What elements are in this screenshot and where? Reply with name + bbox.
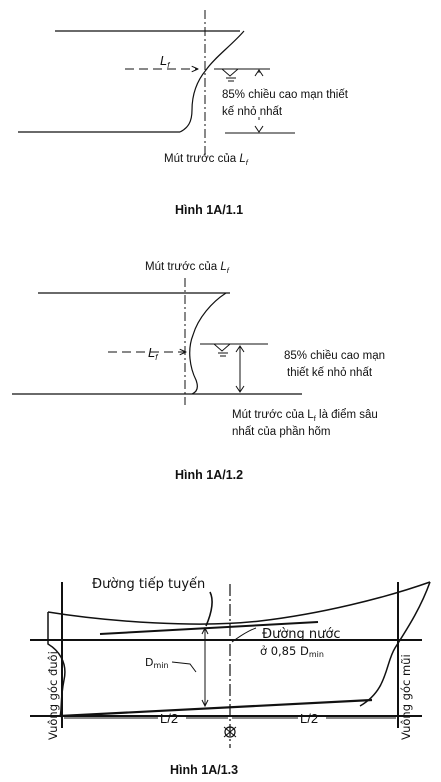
figure-3: Dmin Đường tiếp tuyến Đường nước ở 0,85 … [30,577,431,777]
waterline-label-line-2: ở 0,85 Dmin [260,644,324,659]
keel-line [59,698,373,718]
waterline-label-line-1: Đường nước [262,627,340,642]
depth-arrow-bottom [254,125,264,133]
fore-end-label: Mút trước của Lf [164,153,249,167]
fore-end-label: Mút trước của Lf [145,261,230,275]
half-length-left-label: L/2 [160,711,178,726]
lf-label: Lf [148,345,158,362]
figure-caption: Hình 1A/1.1 [175,203,243,217]
lf-label: Lf [160,53,170,70]
aft-perpendicular-label: Vuông góc đuôi [46,651,60,740]
note-line-1: 85% chiều cao mạn thiết [222,89,349,101]
half-length-right-label: L/2 [300,711,318,726]
figure-2: Mút trước của Lf Lf 85% chiều cao mạn th… [12,261,385,482]
stem-profile [189,292,227,395]
note-line-2: kế nhỏ nhất [222,106,283,118]
depth-arrow-top [254,69,264,77]
dmin-label: Dmin [145,656,169,670]
sheer-line [47,581,431,625]
depth-arrow-bottom [235,385,245,393]
tangent-label: Đường tiếp tuyến [92,577,205,592]
dmin-arrow-bottom [201,699,209,708]
bow-profile [359,581,431,707]
note-line-1: 85% chiều cao mạn [284,350,385,362]
dmin-leader [171,661,197,673]
hollow-note-line-1: Mút trước của Lf là điểm sâu [232,409,378,423]
midship-icon [223,726,237,738]
forward-perpendicular-label: Vuông góc mũi [399,654,413,740]
stern-profile [47,612,66,717]
figure-1: Lf 85% chiều cao mạn thiết kế nhỏ nhất M… [18,10,349,217]
stem-profile [179,30,245,133]
tangent-line [99,621,319,635]
depth-arrow-top [235,345,245,353]
waterline-leader [231,627,257,643]
figure-caption: Hình 1A/1.2 [175,468,243,482]
note-line-2: thiết kế nhỏ nhất [287,367,373,379]
hollow-note-line-2: nhất của phần hõm [232,426,330,438]
water-symbol [213,343,231,357]
tangent-leader [205,591,213,627]
figure-caption: Hình 1A/1.3 [170,763,238,777]
water-symbol [221,68,239,82]
dmin-arrow-top [201,626,209,635]
